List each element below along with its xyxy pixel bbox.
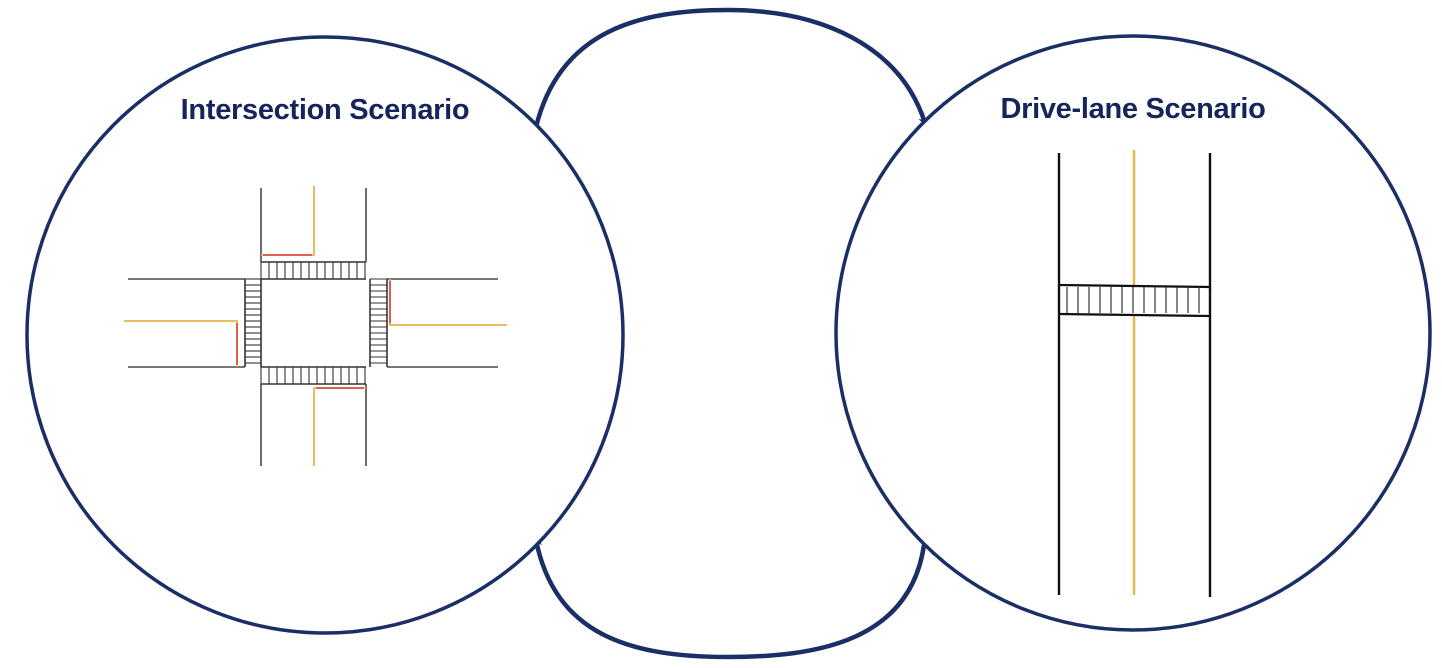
crosswalk-west: [244, 278, 262, 367]
intersection-circle: [25, 35, 625, 635]
stop-lines: [236, 254, 391, 389]
drive-lane-scenario: Drive-lane Scenario: [834, 34, 1432, 632]
intersection-title: Intersection Scenario: [181, 94, 470, 126]
intersection-drawing: [124, 186, 507, 466]
arrow-to-intersection: [532, 536, 927, 660]
crosswalk-east: [369, 278, 388, 367]
intersection-scenario: Intersection Scenario: [25, 35, 625, 635]
drive-lane-title: Drive-lane Scenario: [1000, 93, 1265, 125]
drive-lane-drawing: [1057, 150, 1212, 597]
crosswalk-south: [260, 366, 366, 385]
crosswalk-north: [260, 261, 366, 280]
road-edges: [128, 188, 498, 466]
crosswalk-midblock: [1058, 283, 1211, 318]
arrow-to-drive-lane: [533, 7, 928, 128]
